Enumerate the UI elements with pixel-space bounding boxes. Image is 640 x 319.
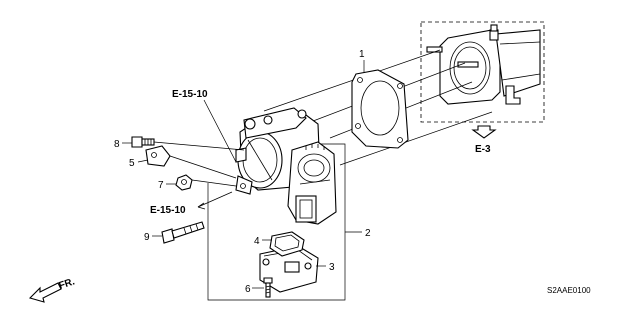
front-arrow-icon (28, 282, 62, 303)
reference-e-15-10-lower: E-15-10 (150, 205, 186, 216)
screw-part-6: 6 (245, 277, 273, 298)
front-direction-indicator: FR. (28, 276, 77, 303)
callout-4: 4 (254, 236, 260, 247)
reference-e-15-10-upper-group: E-15-10 (172, 89, 237, 163)
intake-manifold-assembly: E-3 (420, 21, 545, 155)
throttle-body (235, 107, 337, 225)
callout-9: 9 (144, 232, 150, 243)
bolt-part-8: 8 (114, 136, 245, 151)
bracket-part-5: 5 (129, 145, 237, 179)
reference-arrow-down (471, 125, 497, 139)
throttle-body-assembly-box: 2 (207, 143, 371, 301)
reference-e-3: E-3 (475, 144, 491, 155)
callout-6: 6 (245, 284, 251, 295)
callout-1: 1 (359, 49, 365, 60)
front-label: FR. (58, 276, 77, 292)
callout-5: 5 (129, 158, 135, 169)
intake-manifold-dashed-box (420, 21, 545, 123)
seal-part-4: 4 (254, 231, 305, 257)
bolt-part-9: 9 (144, 221, 205, 244)
callout-2: 2 (365, 228, 371, 239)
diagram-code: S2AAE0100 (547, 286, 591, 295)
nut-part-7: 7 (158, 174, 237, 191)
callout-7: 7 (158, 180, 164, 191)
callout-3: 3 (329, 262, 335, 273)
cover-part-3: 3 (259, 245, 335, 293)
gasket-part-1: 1 (351, 49, 409, 149)
reference-e-15-10-upper: E-15-10 (172, 89, 208, 100)
callout-8: 8 (114, 139, 120, 150)
reference-e-15-10-lower-group: E-15-10 (150, 191, 233, 216)
